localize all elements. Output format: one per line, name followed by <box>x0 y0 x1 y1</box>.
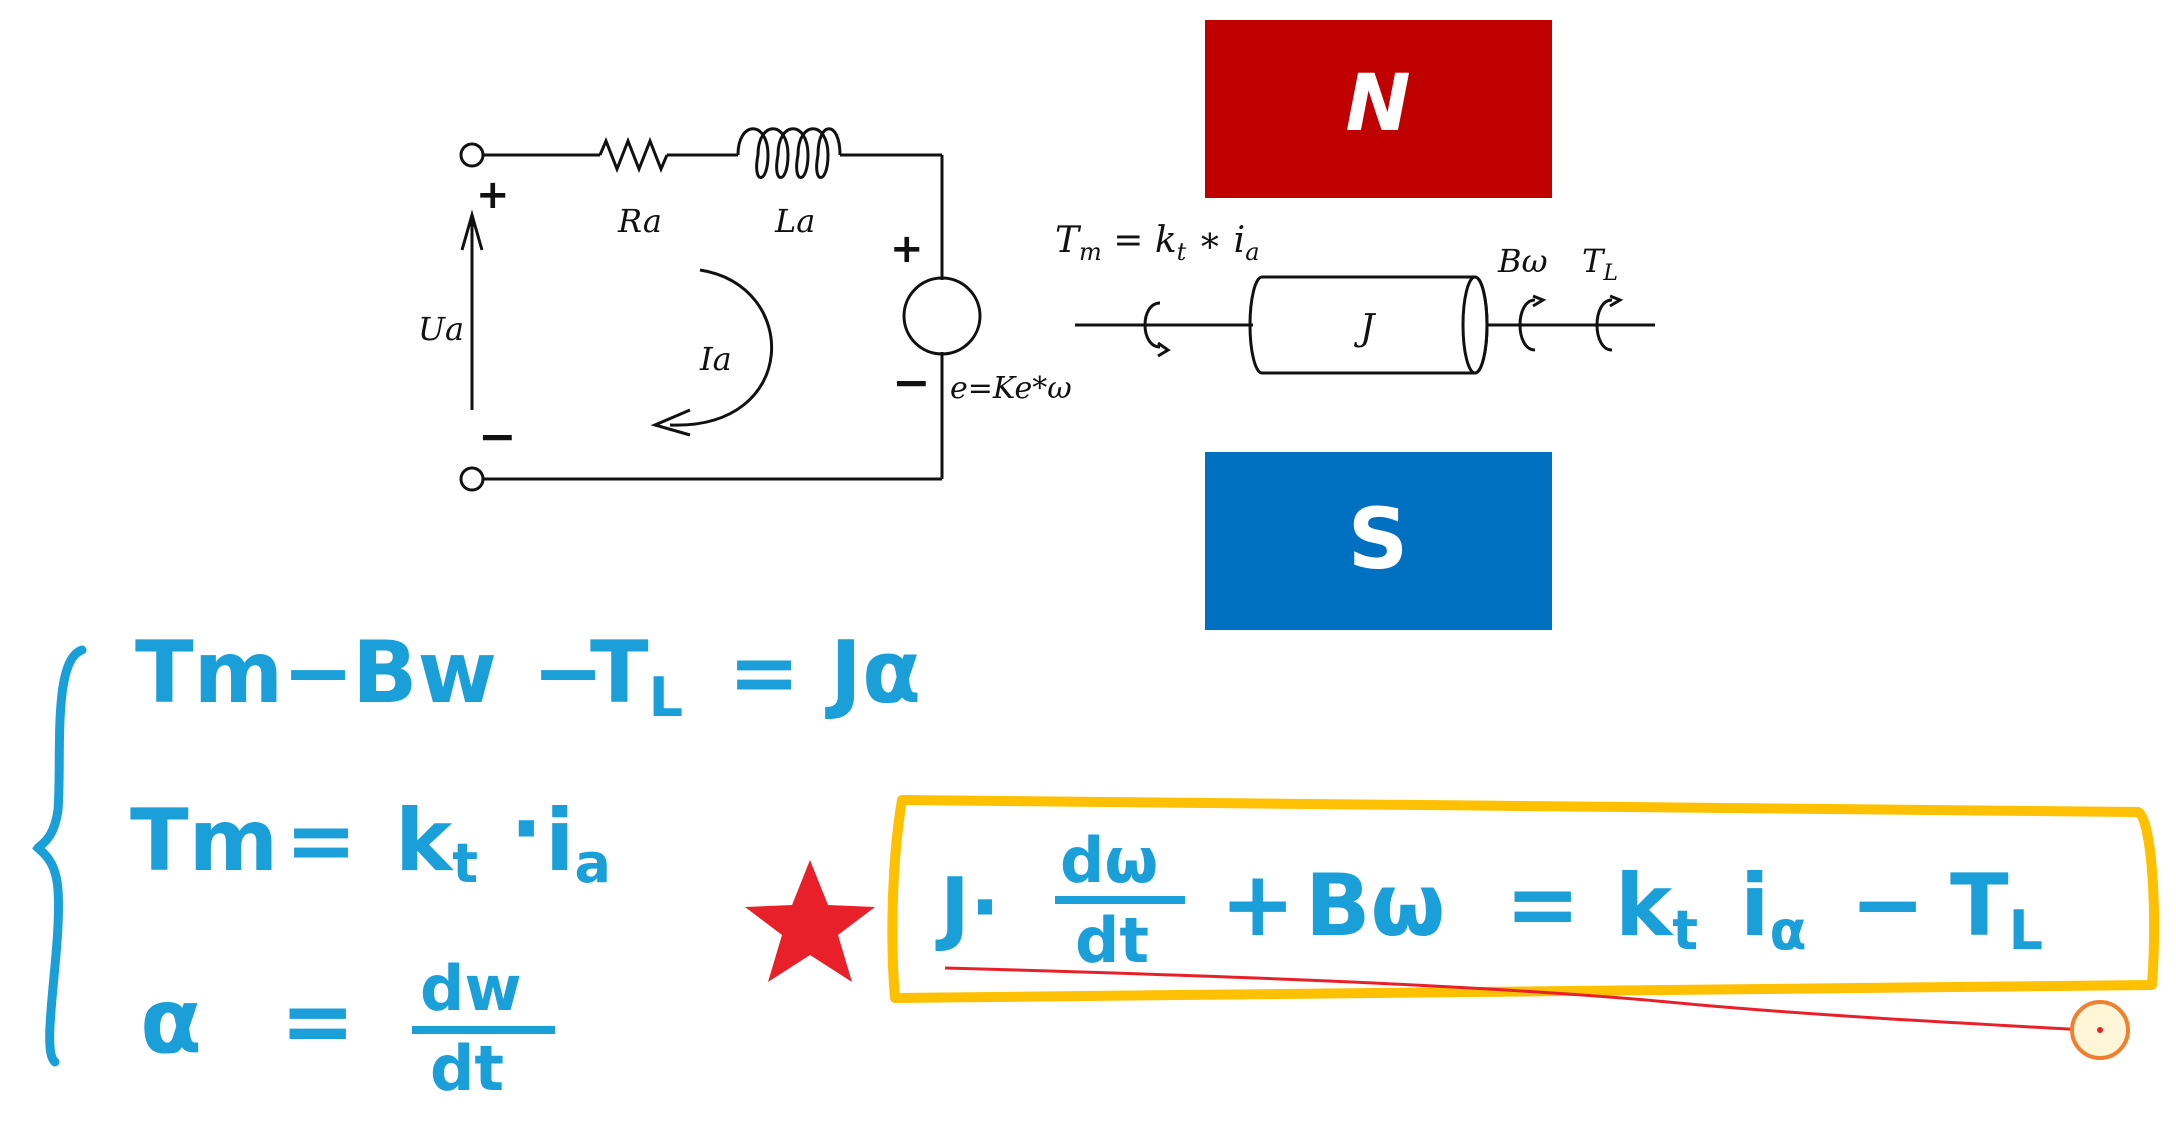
load-torque-label: TL <box>1582 242 1618 286</box>
svg-text:dt: dt <box>1075 904 1149 977</box>
inductor-symbol <box>736 127 842 179</box>
motor-torque-symbol <box>1143 301 1161 349</box>
svg-text:·: · <box>510 779 543 879</box>
equation-2: Tm = kt · ia <box>130 779 611 895</box>
north-pole-label: N <box>1345 59 1410 149</box>
rotor-shaft <box>1075 275 1655 375</box>
svg-text:−: − <box>532 623 604 723</box>
south-pole-magnet <box>1205 452 1552 630</box>
svg-text:Bω: Bω <box>1305 856 1445 956</box>
svg-text:TL: TL <box>590 623 683 729</box>
svg-text:+: + <box>1220 852 1295 957</box>
svg-text:=: = <box>280 969 355 1074</box>
svg-text:TL: TL <box>1950 856 2043 962</box>
resistor-symbol <box>598 136 669 174</box>
south-pole-label: S <box>1348 490 1409 588</box>
north-pole-magnet <box>1205 20 1552 198</box>
svg-text:Tm: Tm <box>135 623 283 723</box>
back-emf-source <box>902 276 982 356</box>
svg-text:iα: iα <box>1740 856 1807 962</box>
armature-circuit <box>459 127 982 492</box>
svg-text:Jα: Jα <box>825 623 921 723</box>
terminal-minus: − <box>478 409 517 463</box>
inertia-label: J <box>1353 308 1377 349</box>
svg-text:dt: dt <box>430 1032 504 1105</box>
equation-3: α = dw dt <box>140 952 555 1105</box>
circuit-labels: Ra La Ua Ia + − + − e=Ke*ω <box>418 172 1072 463</box>
resistor-label: Ra <box>617 202 662 240</box>
load-torque-symbol <box>1595 298 1613 352</box>
boxed-equation: J· dω dt + Bω = kt iα − TL <box>935 824 2043 977</box>
svg-text:Tm: Tm <box>130 791 278 891</box>
svg-text:=: = <box>285 791 357 891</box>
source-plus: + <box>890 226 924 272</box>
svg-text:kt: kt <box>1615 856 1698 962</box>
bottom-terminal <box>459 466 485 492</box>
red-underline <box>944 966 2086 1032</box>
mechanical-labels: Tm = kt ∗ ia J Bω TL <box>1055 220 1618 349</box>
back-emf-label: e=Ke*ω <box>950 371 1072 406</box>
highlight-star <box>745 860 875 982</box>
svg-text:Bw: Bw <box>352 623 497 723</box>
system-brace <box>32 645 87 1067</box>
svg-text:α: α <box>140 969 202 1074</box>
friction-label: Bω <box>1497 242 1548 280</box>
svg-text:=: = <box>1505 852 1580 957</box>
svg-text:=: = <box>728 623 800 723</box>
motor-torque-equation: Tm = kt ∗ ia <box>1055 220 1260 266</box>
svg-text:−: − <box>1850 852 1925 957</box>
current-loop-arrow <box>669 268 774 427</box>
svg-text:kt: kt <box>395 791 478 895</box>
top-terminal <box>459 142 485 168</box>
equation-1: Tm − Bw − TL = Jα <box>135 623 921 729</box>
svg-text:J·: J· <box>935 861 1000 954</box>
voltage-label: Ua <box>418 310 464 348</box>
svg-text:ia: ia <box>545 791 611 895</box>
inductor-label: La <box>774 202 815 240</box>
source-minus: − <box>892 355 931 409</box>
current-label: Ia <box>699 340 732 378</box>
friction-torque-symbol <box>1518 298 1536 352</box>
svg-text:−: − <box>282 623 354 723</box>
svg-text:dω: dω <box>1060 824 1158 897</box>
terminal-plus: + <box>476 172 510 218</box>
svg-text:dw: dw <box>420 952 522 1025</box>
